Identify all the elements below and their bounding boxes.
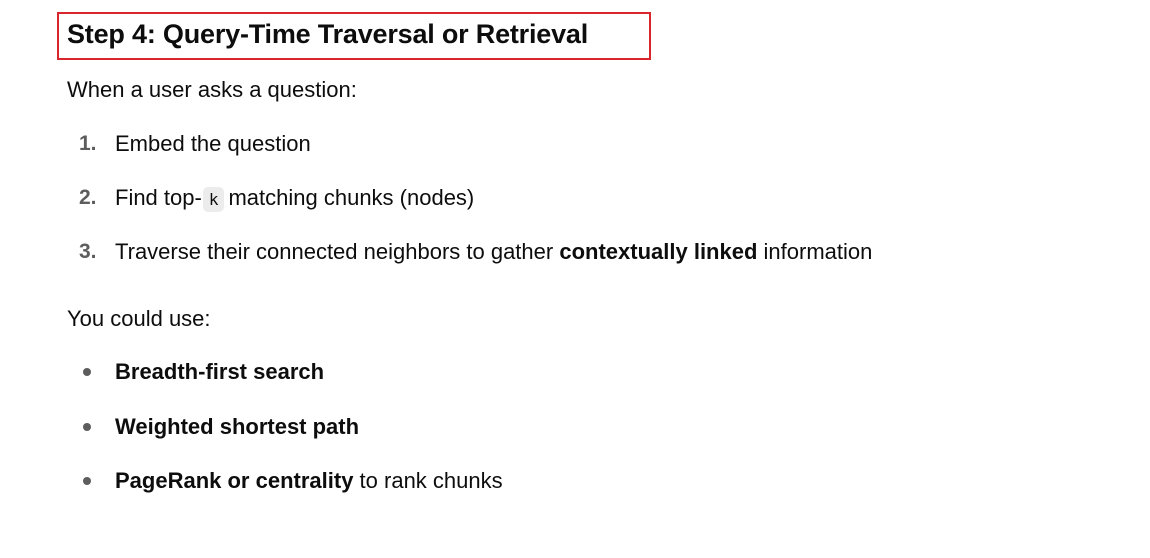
- section-heading: Step 4: Query-Time Traversal or Retrieva…: [67, 19, 589, 49]
- highlight-box: [57, 12, 651, 60]
- list-item: Embed the question: [115, 131, 311, 156]
- list-item-text: matching chunks (nodes): [228, 185, 475, 210]
- list-item: Traverse their connected neighbors to ga…: [115, 237, 872, 267]
- list-number: 2.: [79, 186, 97, 209]
- list-item-text: information: [757, 239, 873, 264]
- bullet-item-text: to rank chunks: [353, 468, 503, 493]
- list-item-text: Find top-: [115, 185, 202, 210]
- inline-code: k: [202, 187, 225, 212]
- list-number: 1.: [79, 132, 97, 155]
- could-use-text: You could use:: [67, 306, 211, 331]
- bullet-icon: [83, 477, 91, 485]
- bold-text: Breadth-first search: [115, 359, 325, 384]
- bold-text: contextually linked: [559, 239, 758, 264]
- bold-text: Weighted shortest path: [115, 414, 360, 439]
- bullet-item: Weighted shortest path: [115, 412, 359, 442]
- bullet-item: Breadth-first search: [115, 357, 324, 387]
- list-number: 3.: [79, 240, 97, 263]
- bullet-item: PageRank or centrality to rank chunks: [115, 466, 503, 496]
- bullet-icon: [83, 423, 91, 431]
- bold-text: PageRank or centrality: [115, 468, 354, 493]
- list-item-text: Traverse their connected neighbors to ga…: [115, 239, 560, 264]
- intro-text: When a user asks a question:: [67, 77, 357, 102]
- bullet-icon: [83, 368, 91, 376]
